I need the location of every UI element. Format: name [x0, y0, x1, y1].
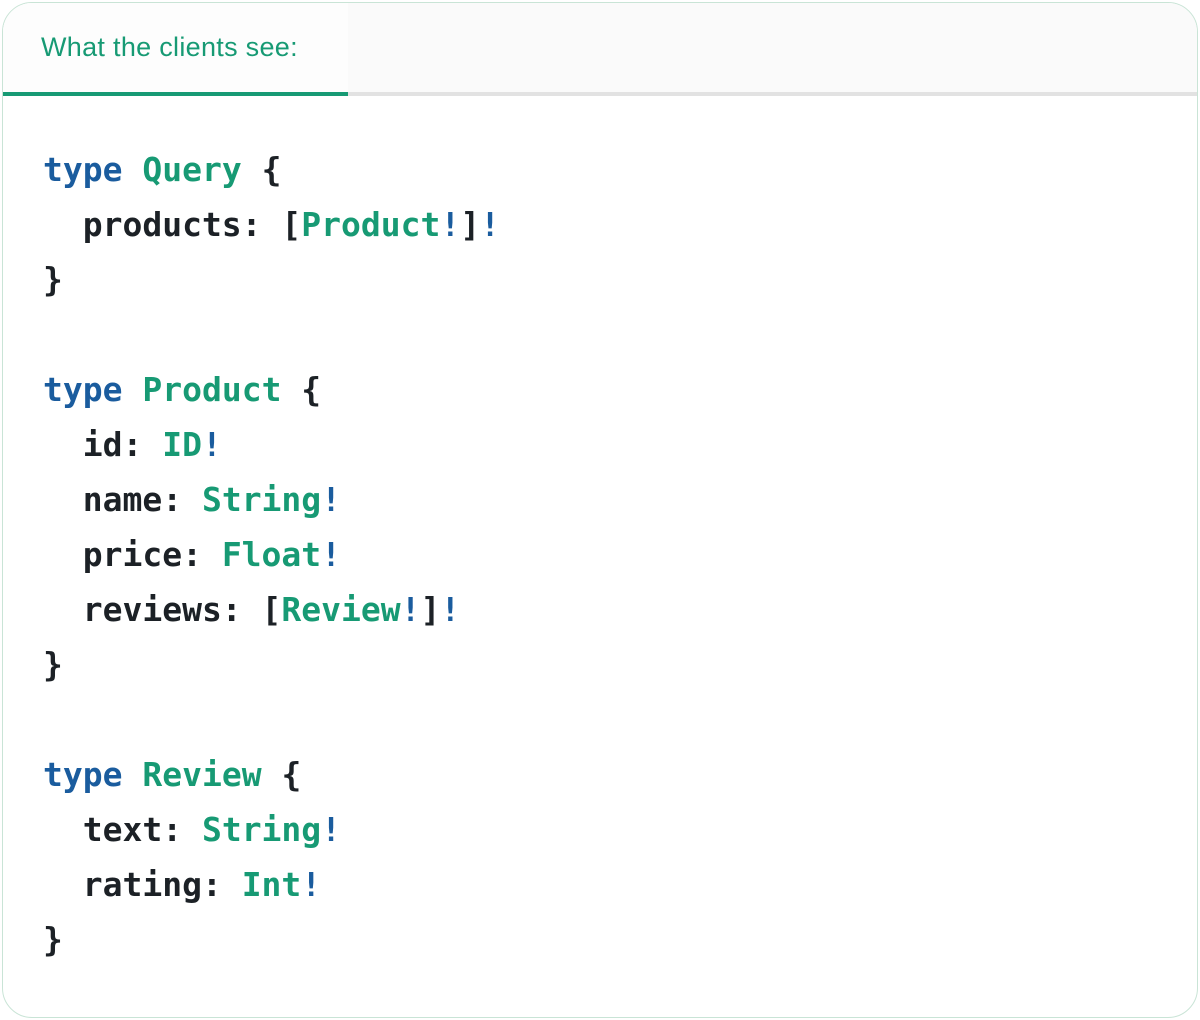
code-line: price: Float! [43, 527, 1167, 582]
code-line: type Product { [43, 362, 1167, 417]
tab-bar-spacer [347, 3, 1197, 96]
code-token-plain: { [281, 370, 322, 409]
code-line: reviews: [Review!]! [43, 582, 1167, 637]
code-token-plain [122, 755, 142, 794]
code-token-keyword: type [43, 370, 123, 409]
code-token-keyword: ! [440, 590, 461, 629]
tab-label: What the clients see: [41, 32, 298, 62]
code-token-plain: ] [420, 590, 441, 629]
code-line: id: ID! [43, 417, 1167, 472]
code-token-keyword: ! [321, 810, 342, 849]
code-token-type-name: Float [221, 535, 322, 574]
code-token-plain: price: [43, 535, 222, 574]
code-line: products: [Product!]! [43, 197, 1167, 252]
code-line: text: String! [43, 802, 1167, 857]
code-token-type-name: String [201, 810, 322, 849]
code-token-plain: reviews: [ [43, 590, 282, 629]
graphql-schema-code: type Query { products: [Product!]!}type … [3, 96, 1197, 967]
code-token-plain [122, 150, 142, 189]
code-token-type-name: Int [241, 865, 302, 904]
code-token-plain: { [261, 755, 302, 794]
tab-bar: What the clients see: [3, 3, 1197, 96]
code-token-plain: { [241, 150, 282, 189]
code-line: type Query { [43, 142, 1167, 197]
code-token-keyword: ! [400, 590, 421, 629]
code-token-type-name: Review [142, 755, 262, 794]
code-line [43, 692, 1167, 747]
code-token-type-name: Query [142, 150, 242, 189]
code-line: } [43, 912, 1167, 967]
tab-what-clients-see[interactable]: What the clients see: [3, 3, 348, 96]
code-line: type Review { [43, 747, 1167, 802]
code-token-keyword: ! [301, 865, 322, 904]
code-token-plain: } [43, 645, 63, 684]
code-token-plain: } [43, 920, 63, 959]
code-token-keyword: ! [321, 480, 342, 519]
code-token-plain: id: [43, 425, 163, 464]
code-token-type-name: String [201, 480, 322, 519]
code-token-keyword: ! [201, 425, 222, 464]
code-token-keyword: type [43, 150, 123, 189]
code-token-plain [122, 370, 142, 409]
code-line: } [43, 637, 1167, 692]
code-line: name: String! [43, 472, 1167, 527]
code-line [43, 307, 1167, 362]
code-token-plain: } [43, 260, 63, 299]
code-token-keyword: ! [480, 205, 500, 244]
code-token-keyword: ! [321, 535, 342, 574]
code-token-plain: products: [ [43, 205, 302, 244]
code-line: rating: Int! [43, 857, 1167, 912]
code-token-type-name: ID [162, 425, 202, 464]
code-token-keyword: ! [440, 205, 461, 244]
code-token-keyword: type [43, 755, 123, 794]
code-token-type-name: Product [142, 370, 282, 409]
code-token-plain: rating: [43, 865, 242, 904]
code-token-plain: name: [43, 480, 202, 519]
code-line: } [43, 252, 1167, 307]
code-token-plain: text: [43, 810, 202, 849]
code-token-plain: ] [460, 205, 481, 244]
code-token-type-name: Review [281, 590, 401, 629]
code-token-type-name: Product [301, 205, 441, 244]
